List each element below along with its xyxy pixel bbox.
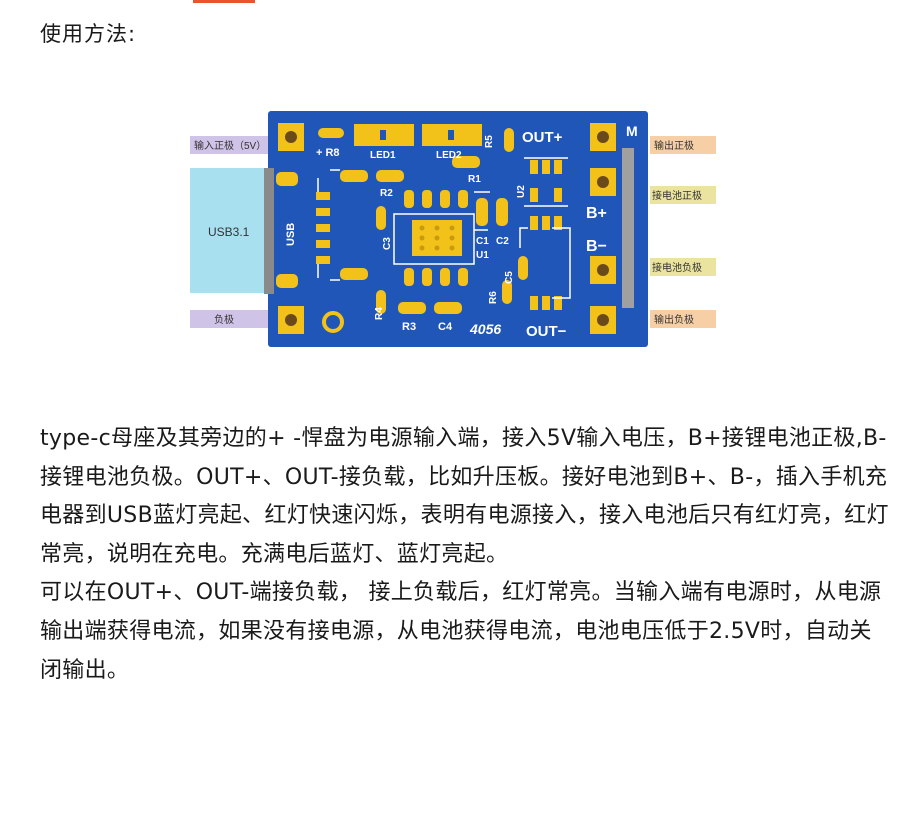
silk-b-minus: B− (586, 238, 607, 255)
label-output-negative: 输出负极 (654, 313, 694, 326)
silk-c2: C2 (496, 236, 509, 247)
label-output-positive: 输出正极 (654, 139, 694, 152)
capacitor-c5 (518, 256, 528, 280)
silk-b-plus: B+ (586, 205, 607, 222)
label-bg-battery-positive (650, 186, 716, 204)
silk-plus-r8: + R8 (316, 147, 340, 159)
page-heading: 使用方法: (40, 22, 137, 46)
resistor-r3 (398, 302, 426, 314)
paragraph-usage: type-c母座及其旁边的+ -悍盘为电源输入端，接入5V输入电压，B+接锂电池… (40, 426, 889, 567)
silk-m: M (626, 123, 638, 139)
label-bg-input-positive (190, 136, 268, 154)
silk-u1: U1 (476, 250, 489, 261)
silk-r3: R3 (402, 321, 416, 333)
resistor-r4 (376, 290, 386, 314)
usb-shell-left (264, 168, 274, 294)
silk-out-plus: OUT+ (522, 129, 563, 146)
silk-led1: LED1 (370, 150, 396, 161)
resistor-r1 (452, 156, 480, 168)
label-usb: USB3.1 (208, 225, 250, 239)
pcb-diagram: 输入正极（5V） USB3.1 负极 输出正极 接电池正极 接电池负极 输出负极 (190, 108, 730, 353)
silk-usb: USB (285, 223, 297, 246)
label-bg-output-positive (650, 136, 716, 154)
silk-c5: C5 (504, 271, 515, 284)
label-battery-positive: 接电池正极 (652, 189, 702, 202)
resistor-r8 (318, 128, 344, 138)
top-accent-bar (193, 0, 255, 3)
battery-tab (622, 148, 634, 308)
label-bg-battery-negative (650, 258, 716, 276)
capacitor-c3 (376, 206, 386, 230)
capacitor-c1 (476, 198, 488, 226)
silk-r5: R5 (484, 135, 495, 148)
label-bg-output-negative (650, 310, 716, 328)
label-battery-negative: 接电池负极 (652, 261, 702, 274)
silk-out-minus: OUT− (526, 323, 567, 340)
silk-r2: R2 (380, 188, 393, 199)
silk-u2: U2 (516, 185, 527, 198)
body-text: type-c母座及其旁边的+ -悍盘为电源输入端，接入5V输入电压，B+接锂电池… (40, 420, 890, 690)
resistor-r5 (504, 128, 514, 152)
mounting-hole (322, 311, 344, 333)
silk-c3: C3 (382, 237, 393, 250)
chip-u2 (530, 160, 562, 310)
silk-4056: 4056 (469, 321, 501, 337)
silk-r1: R1 (468, 174, 481, 185)
silk-r4: R4 (374, 307, 385, 320)
label-bg-negative (190, 310, 268, 328)
capacitor-c4 (434, 302, 462, 314)
label-input-positive: 输入正极（5V） (194, 139, 266, 152)
resistor-r6 (502, 280, 512, 304)
silk-r6: R6 (488, 291, 499, 304)
silk-c4: C4 (438, 321, 453, 333)
resistor-r2 (376, 170, 404, 182)
label-negative: 负极 (214, 313, 234, 326)
silk-led2: LED2 (436, 150, 462, 161)
capacitor-c2 (496, 198, 508, 226)
paragraph-load: 可以在OUT+、OUT-端接负载， 接上负载后，红灯常亮。当输入端有电源时，从电… (40, 580, 882, 683)
silk-c1: C1 (476, 236, 489, 247)
label-bg-usb (190, 168, 268, 293)
